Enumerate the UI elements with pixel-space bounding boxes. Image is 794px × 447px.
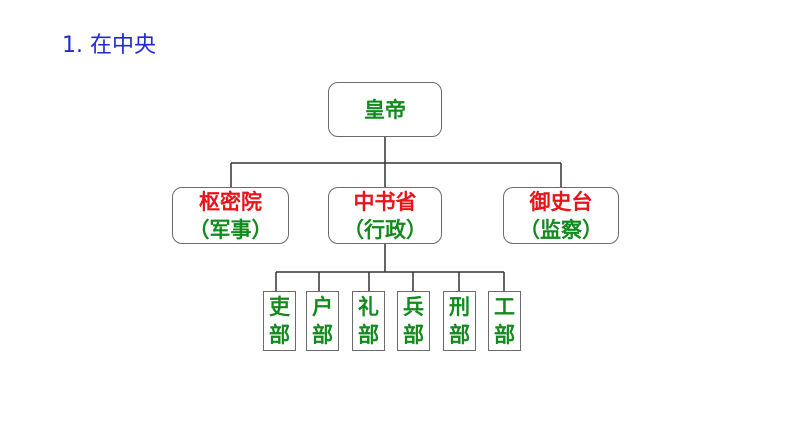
department-bing: 兵 部: [397, 291, 430, 351]
department-char-top: 礼: [358, 295, 379, 319]
department-char-bottom: 部: [312, 323, 333, 347]
department-xing: 刑 部: [443, 291, 476, 351]
department-li: 吏 部: [263, 291, 296, 351]
section-heading: 1. 在中央: [62, 33, 156, 58]
agency-role: （军事）: [188, 217, 273, 242]
department-char-bottom: 部: [269, 323, 290, 347]
agency-role: （监察）: [519, 217, 603, 242]
agency-role: （行政）: [343, 217, 427, 242]
agency-node-shumiyuan: 枢密院 （军事）: [172, 187, 289, 244]
department-char-top: 兵: [403, 295, 424, 319]
department-char-bottom: 部: [449, 323, 470, 347]
department-li-rites: 礼 部: [352, 291, 385, 351]
agency-name: 中书省: [353, 189, 417, 214]
agency-name: 御史台: [529, 189, 593, 214]
emperor-node: 皇帝: [328, 82, 442, 137]
department-char-top: 工: [494, 295, 515, 319]
department-char-bottom: 部: [494, 323, 515, 347]
agency-node-zhongshusheng: 中书省 （行政）: [328, 187, 442, 244]
department-char-top: 户: [312, 295, 333, 319]
department-char-top: 刑: [449, 295, 470, 319]
department-gong: 工 部: [488, 291, 521, 351]
emperor-label: 皇帝: [364, 97, 406, 122]
department-char-bottom: 部: [403, 323, 424, 347]
department-char-bottom: 部: [358, 323, 379, 347]
agency-node-yushitai: 御史台 （监察）: [503, 187, 619, 244]
department-hu: 户 部: [306, 291, 339, 351]
department-char-top: 吏: [269, 295, 290, 319]
agency-name: 枢密院: [199, 189, 262, 214]
